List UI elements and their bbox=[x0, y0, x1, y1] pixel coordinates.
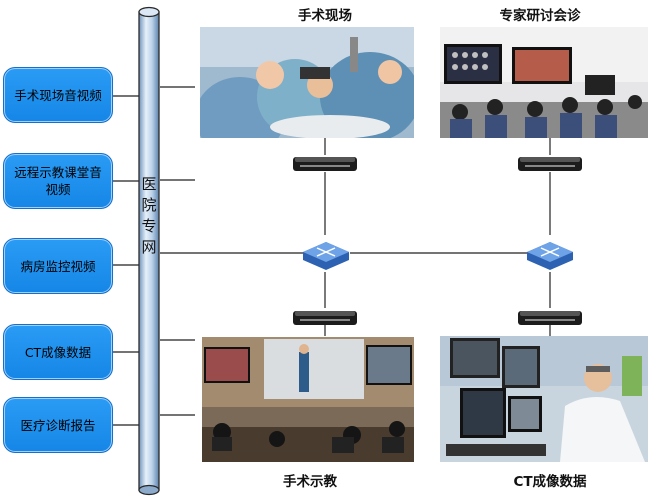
source-box-ward-monitor: 病房监控视频 bbox=[3, 238, 113, 294]
router-icon bbox=[292, 155, 358, 173]
router-icon bbox=[292, 309, 358, 327]
site-label-ct: CT成像数据 bbox=[480, 470, 620, 490]
source-box-diagnosis-report: 医疗诊断报告 bbox=[3, 397, 113, 453]
teaching-classroom-photo bbox=[202, 337, 414, 462]
pipe-label: 医院专网 bbox=[138, 174, 160, 258]
network-switch-icon bbox=[301, 234, 351, 274]
network-switch-icon bbox=[525, 234, 575, 274]
site-label-expert-consult: 专家研讨会诊 bbox=[470, 4, 610, 24]
surgery-scene-photo bbox=[200, 27, 414, 138]
router-icon bbox=[517, 155, 583, 173]
ct-imaging-photo bbox=[440, 336, 648, 462]
source-box-surgery-av: 手术现场音视频 bbox=[3, 67, 113, 123]
router-icon bbox=[517, 309, 583, 327]
expert-consult-photo bbox=[440, 27, 648, 138]
source-box-ct-data: CT成像数据 bbox=[3, 324, 113, 380]
site-label-surgery: 手术现场 bbox=[265, 4, 385, 24]
source-box-classroom-av: 远程示教课堂音视频 bbox=[3, 153, 113, 209]
site-label-teaching: 手术示教 bbox=[250, 470, 370, 490]
